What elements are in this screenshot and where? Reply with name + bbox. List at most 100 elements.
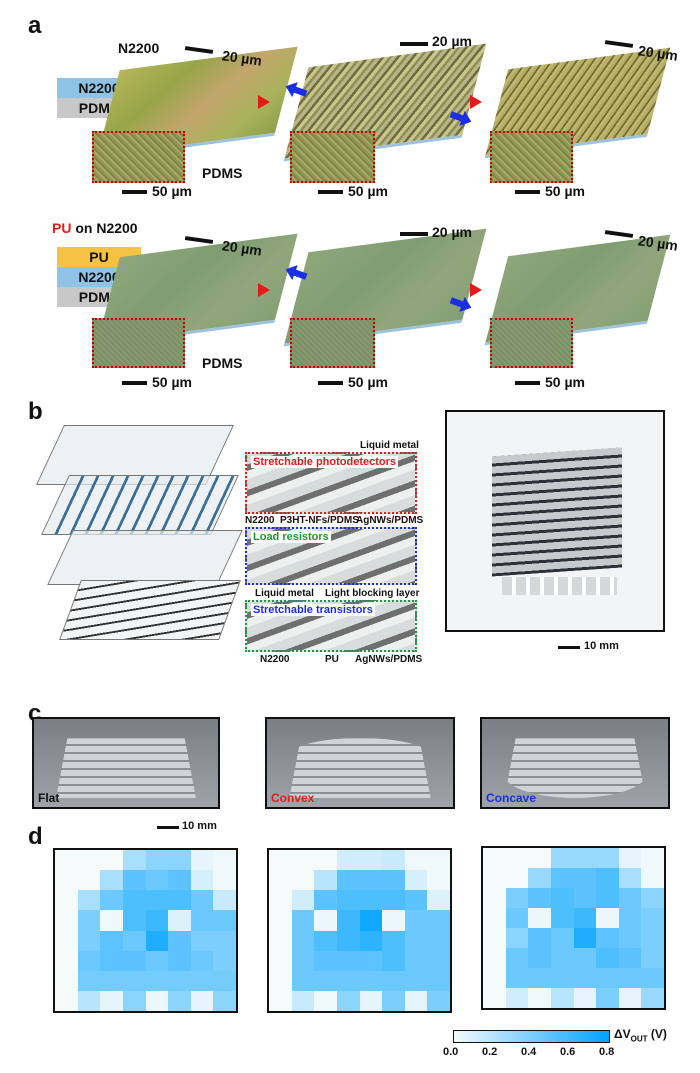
heatmap-cell (269, 930, 292, 951)
heatmap-cell (505, 968, 529, 988)
heatmap-cell (641, 948, 664, 968)
heatmap-cell (314, 930, 337, 951)
scale-bar (400, 232, 428, 236)
heatmap-cell (77, 930, 101, 951)
heatmap-cell (573, 888, 597, 908)
heatmap-cell (573, 868, 597, 888)
heatmap-cell (100, 850, 123, 871)
red-arrow-icon (470, 95, 482, 109)
heatmap-cell (618, 988, 642, 1008)
heatmap-cell (483, 848, 506, 868)
heatmap-cell (168, 870, 191, 891)
heatmap-cell (596, 888, 619, 908)
heatmap-cell (145, 990, 169, 1011)
red-arrow-icon (258, 283, 270, 297)
heatmap-cell (145, 850, 169, 871)
heatmap-cell (550, 888, 574, 908)
heatmap-cell (596, 968, 619, 988)
heatmap-cell (404, 970, 428, 991)
heatmap-cell (77, 970, 101, 991)
scale-bar (157, 826, 179, 829)
heatmap-cell (122, 990, 146, 1011)
heatmap-cell (314, 970, 337, 991)
heatmap-cell (190, 970, 214, 991)
transistor-closeup: Stretchable transistors (245, 600, 417, 652)
heatmap-cell (190, 950, 214, 971)
heatmap-cell (359, 970, 383, 991)
n2200-label: N2200 (245, 515, 275, 526)
optical-inset-image (490, 131, 573, 183)
heatmap-cell (528, 908, 551, 928)
heatmap-cell (336, 890, 360, 911)
heatmap-cell (213, 850, 236, 871)
heatmap-cell (122, 910, 146, 931)
scale-bar (184, 46, 214, 54)
heatmap-cell (404, 850, 428, 871)
heatmap-cell (100, 990, 123, 1011)
optical-inset-image (290, 318, 375, 368)
heatmap-cell (291, 850, 315, 871)
heatmap-cell (641, 988, 664, 1008)
heatmap-cell (291, 910, 315, 931)
heatmap-cell (168, 930, 191, 951)
heatmap-cell (291, 950, 315, 971)
heatmap-cell (314, 950, 337, 971)
heatmap-cell (77, 870, 101, 891)
flat-label: Flat (38, 791, 60, 805)
heatmap-cell (336, 870, 360, 891)
transistor-title: Stretchable transistors (251, 604, 375, 616)
heatmap-cell (100, 890, 123, 911)
panel-label-a: a (28, 12, 42, 39)
agnws-label: AgNWs/PDMS (355, 654, 423, 665)
scale-bar (400, 42, 428, 46)
heatmap-cell (404, 870, 428, 891)
heatmap-cell (382, 910, 405, 931)
panel-label-b: b (28, 398, 43, 425)
heatmap-cell (618, 848, 642, 868)
heatmap-cell (269, 890, 292, 911)
heatmap-cell (55, 990, 78, 1011)
heatmap-cell (190, 930, 214, 951)
scale-bar (515, 190, 540, 194)
flat-device-photo: Flat (32, 717, 220, 809)
photodetector-title: Stretchable photodetectors (251, 456, 399, 468)
heatmap-cell (122, 970, 146, 991)
red-arrow-icon (470, 283, 482, 297)
scale-label: 50 µm (152, 183, 192, 199)
scale-label: 50 µm (545, 374, 585, 390)
p3ht-label: P3HT-NFs/PDMS (280, 515, 359, 526)
colorbar-label-sub: OUT (630, 1034, 648, 1044)
colorbar-tick: 0.4 (521, 1046, 537, 1058)
heatmap-cell (641, 888, 664, 908)
heatmap-cell (269, 870, 292, 891)
heatmap-cell (145, 870, 169, 891)
red-arrow-icon (258, 95, 270, 109)
heatmap-cell (427, 910, 450, 931)
heatmap-cell (213, 970, 236, 991)
heatmap-cell (55, 850, 78, 871)
heatmap-cell (505, 988, 529, 1008)
heatmap-cell (314, 890, 337, 911)
heatmap-cell (314, 870, 337, 891)
heatmap-cell (618, 888, 642, 908)
colorbar-tick: 0.8 (599, 1046, 615, 1058)
scale-bar (122, 190, 147, 194)
heatmap-cell (55, 910, 78, 931)
heatmap-cell (641, 868, 664, 888)
scale-bar (558, 646, 580, 649)
light-blocking-label: Light blocking layer (325, 588, 420, 599)
scale-bar (515, 381, 540, 385)
scale-bar (318, 190, 343, 194)
exploded-device-diagram (36, 420, 243, 645)
device-photo (445, 410, 665, 632)
heatmap-cell (427, 930, 450, 951)
heatmap-cell (336, 850, 360, 871)
heatmap-cell (483, 968, 506, 988)
load-resistor-title: Load resistors (251, 531, 331, 543)
heatmap-cell (100, 970, 123, 991)
heatmap-cell (382, 950, 405, 971)
heatmap-cell (483, 948, 506, 968)
colorbar-tick: 0.2 (482, 1046, 498, 1058)
heatmap-cell (359, 990, 383, 1011)
heatmap-cell (641, 928, 664, 948)
